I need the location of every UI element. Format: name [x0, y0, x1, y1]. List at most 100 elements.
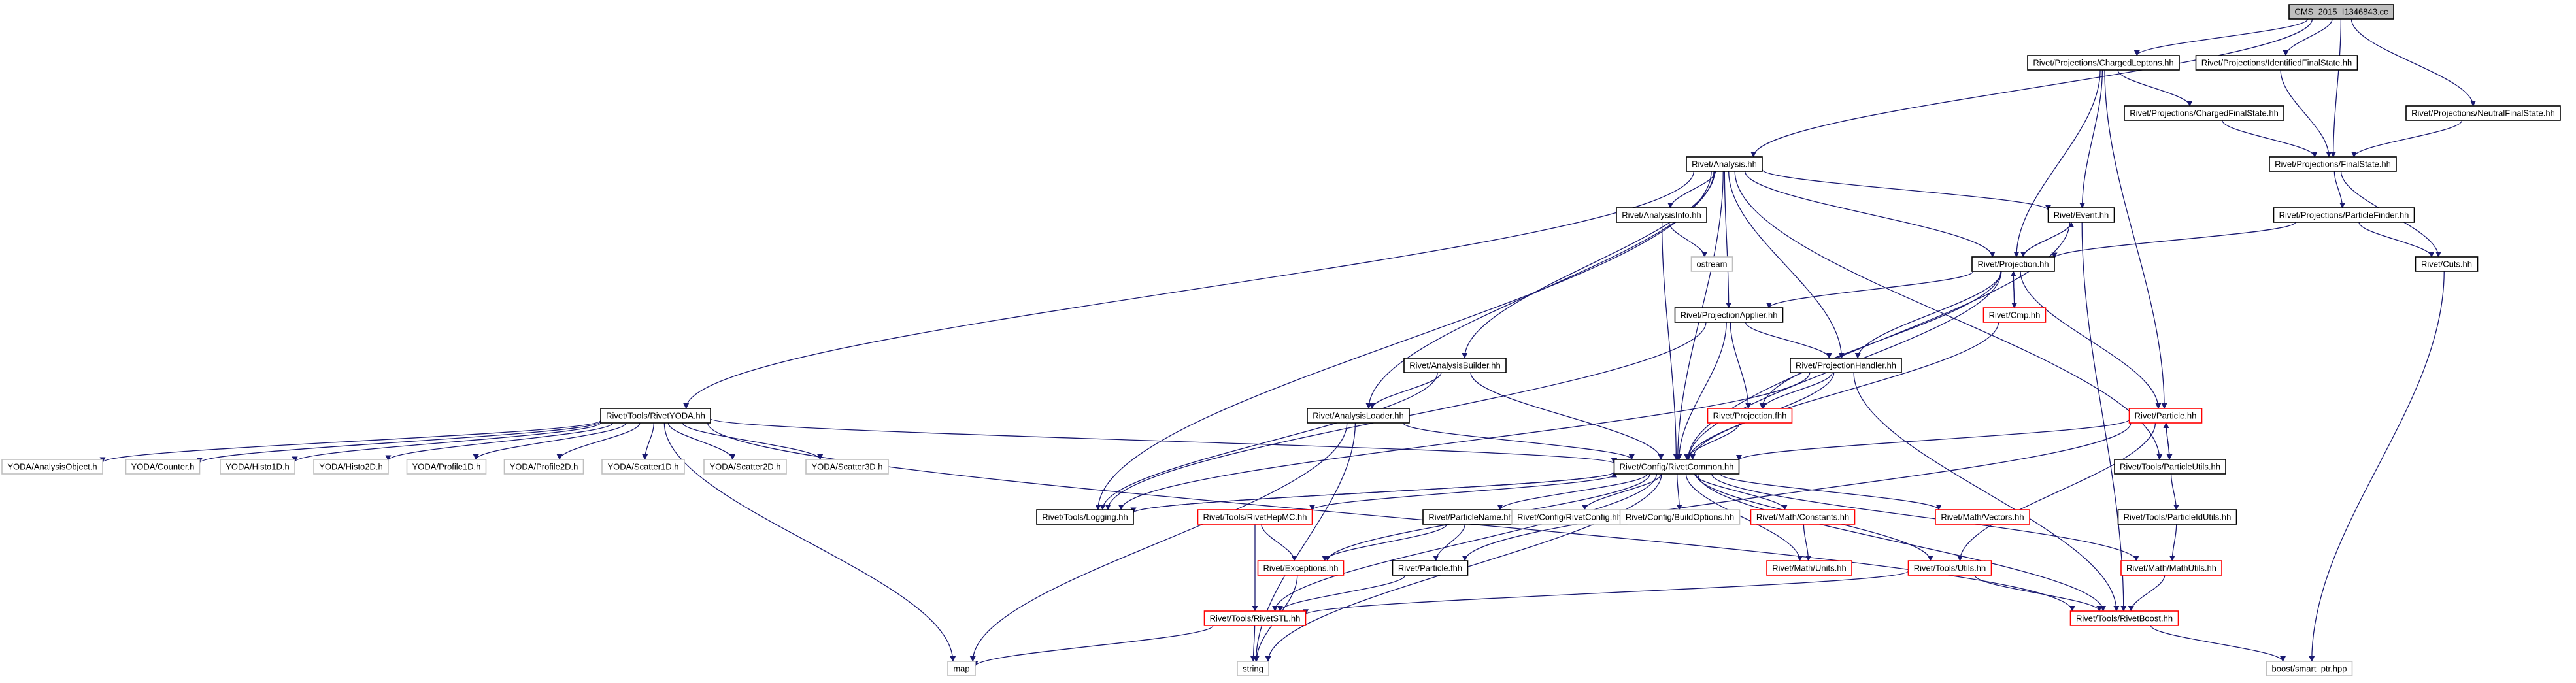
edge-rivet_boost-to-smart_ptr [2150, 625, 2286, 662]
node-map: map [947, 661, 976, 676]
node-box [2027, 55, 2180, 71]
node-string: string [1237, 661, 1269, 676]
node-label: Rivet/Particle.hh [2135, 411, 2197, 421]
node-label: Rivet/Config/BuildOptions.hh [1626, 512, 1734, 522]
node-math-constants[interactable]: Rivet/Math/Constants.hh [1750, 509, 1856, 525]
node-analysis-info[interactable]: Rivet/AnalysisInfo.hh [1616, 207, 1707, 223]
edge-analysis_loader-to-string [1253, 422, 1356, 662]
edge-analysis-to-projection [1745, 171, 1996, 258]
node-particle[interactable]: Rivet/Particle.hh [2128, 408, 2203, 424]
node-box [2124, 105, 2284, 121]
edge-rivet_common-to-math_constants [1694, 473, 1788, 510]
node-label: Rivet/Exceptions.hh [1263, 563, 1339, 573]
edge-rivet_stl-to-string [1250, 625, 1256, 662]
edge-root-to-neutral_fs [2350, 18, 2477, 107]
edge-projection_handler-to-rivet_boost [1853, 372, 2120, 612]
node-analysis-builder[interactable]: Rivet/AnalysisBuilder.hh [1403, 358, 1507, 373]
node-math-vectors[interactable]: Rivet/Math/Vectors.hh [1935, 509, 2030, 525]
node-label: YODA/Profile2D.h [510, 462, 578, 472]
edge-projection_applier-to-projection_handler [1745, 322, 1832, 359]
node-logging[interactable]: Rivet/Tools/Logging.hh [1036, 509, 1134, 525]
edge-tools_utils-to-rivet_stl [1303, 571, 1909, 616]
node-rivet-stl[interactable]: Rivet/Tools/RivetSTL.hh [1203, 610, 1307, 626]
edge-rivet_yoda-to-yoda_ao [99, 420, 601, 463]
edge-rivet_stl-to-map [972, 625, 1214, 667]
edge-analysis_builder-to-analysis_loader [1369, 372, 1442, 409]
node-particle-id-utils[interactable]: Rivet/Tools/ParticleIdUtils.hh [2117, 509, 2237, 525]
edge-math_utils-to-rivet_boost [2128, 575, 2166, 612]
node-particle-finder[interactable]: Rivet/Projections/ParticleFinder.hh [2273, 207, 2415, 223]
node-rivet-common[interactable]: Rivet/Config/RivetCommon.hh [1613, 459, 1740, 475]
node-yoda-h2: YODA/Histo2D.h [313, 459, 389, 475]
node-label: YODA/Scatter3D.h [811, 462, 882, 472]
node-particle-fhh[interactable]: Rivet/Particle.fhh [1392, 560, 1469, 576]
node-math-units[interactable]: Rivet/Math/Units.hh [1766, 560, 1852, 576]
edge-projection_handler-to-projection_fhh [1760, 372, 1833, 409]
node-box [1750, 509, 1856, 525]
node-label: Rivet/Cmp.hh [1989, 310, 2041, 320]
node-box [1707, 408, 1793, 424]
node-rivet-yoda[interactable]: Rivet/Tools/RivetYODA.hh [600, 408, 711, 424]
node-box [313, 459, 389, 475]
node-projection[interactable]: Rivet/Projection.hh [1971, 256, 2055, 272]
node-tools-utils[interactable]: Rivet/Tools/Utils.hh [1907, 560, 1992, 576]
edge-rivet_common-to-build_options [1676, 473, 1682, 510]
edge-root-to-final_state [2330, 18, 2342, 158]
edge-rivet_yoda-to-yoda_p2 [556, 422, 641, 460]
node-box [1392, 560, 1469, 576]
node-final-state[interactable]: Rivet/Projections/FinalState.hh [2269, 156, 2397, 172]
edge-particle_id_utils-to-math_utils [2169, 524, 2177, 561]
node-label: YODA/Scatter1D.h [607, 462, 678, 472]
node-box [1686, 156, 1763, 172]
node-box [220, 459, 295, 475]
node-projection-handler[interactable]: Rivet/ProjectionHandler.hh [1790, 358, 1902, 373]
edge-rivet_yoda-to-yoda_s2 [667, 422, 736, 460]
node-box [2047, 207, 2115, 223]
node-label: Rivet/Projections/IdentifiedFinalState.h… [2201, 58, 2352, 68]
node-label: Rivet/Config/RivetCommon.hh [1620, 462, 1734, 472]
node-label: Rivet/Tools/RivetSTL.hh [1210, 614, 1301, 624]
edge-identified_fs-to-final_state [2280, 69, 2332, 158]
node-yoda-h1: YODA/Histo1D.h [220, 459, 295, 475]
edge-tools_utils-to-rivet_boost [1974, 575, 2103, 612]
node-label: Rivet/Cuts.hh [2421, 259, 2472, 269]
node-label: Rivet/Math/MathUtils.hh [2126, 563, 2216, 573]
node-neutral-fs[interactable]: Rivet/Projections/NeutralFinalState.hh [2405, 105, 2561, 121]
node-box [2069, 610, 2179, 626]
node-exceptions[interactable]: Rivet/Exceptions.hh [1257, 560, 1345, 576]
node-analysis[interactable]: Rivet/Analysis.hh [1686, 156, 1763, 172]
node-charged-fs[interactable]: Rivet/Projections/ChargedFinalState.hh [2124, 105, 2284, 121]
node-box [2288, 4, 2394, 20]
node-projection-applier[interactable]: Rivet/ProjectionApplier.hh [1674, 307, 1784, 323]
node-analysis-loader[interactable]: Rivet/AnalysisLoader.hh [1307, 408, 1410, 424]
node-label: Rivet/Particle.fhh [1398, 563, 1462, 573]
node-label: Rivet/Projections/ChargedLeptons.hh [2033, 58, 2173, 68]
node-box [601, 459, 685, 475]
node-box [2117, 509, 2237, 525]
node-label: Rivet/Projections/ChargedFinalState.hh [2130, 108, 2279, 118]
edge-particle-to-tools_utils [1957, 422, 2156, 561]
node-particle-name[interactable]: Rivet/ParticleName.hh [1422, 509, 1519, 525]
node-label: CMS_2015_I1346843.cc [2294, 7, 2388, 17]
node-cuts[interactable]: Rivet/Cuts.hh [2415, 256, 2479, 272]
node-cmp[interactable]: Rivet/Cmp.hh [1982, 307, 2047, 323]
edge-analysis_builder-to-logging [1099, 372, 1438, 510]
edge-projection_applier-to-projection_fhh [1730, 322, 1752, 409]
node-box [1982, 307, 2047, 323]
node-event[interactable]: Rivet/Event.hh [2047, 207, 2115, 223]
edge-analysis-to-analysis_builder [1462, 171, 1715, 359]
node-rivet-boost[interactable]: Rivet/Tools/RivetBoost.hh [2069, 610, 2179, 626]
edge-rivet_yoda-to-rivet_common [710, 418, 1617, 465]
edge-projection-to-particle [2020, 271, 2162, 409]
node-particle-utils[interactable]: Rivet/Tools/ParticleUtils.hh [2114, 459, 2226, 475]
node-rivet-hepmc[interactable]: Rivet/Tools/RivetHepMC.hh [1197, 509, 1313, 525]
node-yoda-s2: YODA/Scatter2D.h [703, 459, 787, 475]
node-projection-fhh[interactable]: Rivet/Projection.fhh [1707, 408, 1793, 424]
edge-cmp-to-projection [2010, 271, 2016, 308]
node-math-utils[interactable]: Rivet/Math/MathUtils.hh [2120, 560, 2222, 576]
node-box [1257, 560, 1345, 576]
edge-analysis-to-rivet_yoda [683, 171, 1694, 409]
node-identified-fs[interactable]: Rivet/Projections/IdentifiedFinalState.h… [2195, 55, 2358, 71]
node-charged-leptons[interactable]: Rivet/Projections/ChargedLeptons.hh [2027, 55, 2180, 71]
node-box [1790, 358, 1902, 373]
